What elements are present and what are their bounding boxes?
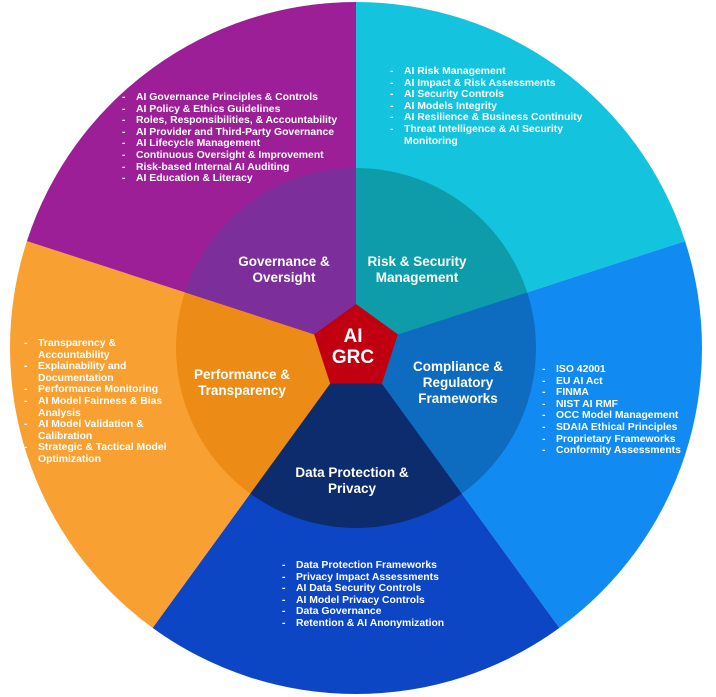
compliance-items-list: ISO 42001EU AI ActFINMANIST AI RMFOCC Mo…	[542, 364, 712, 457]
list-item: Performance Monitoring	[24, 384, 174, 396]
governance-inner	[184, 168, 356, 348]
list-item: Data Protection Frameworks	[282, 560, 482, 572]
list-item: AI Security Controls	[390, 89, 595, 101]
list-item: Proprietary Frameworks	[542, 434, 712, 446]
list-item: AI Education & Literacy	[122, 173, 352, 185]
data-protection-inner	[250, 348, 462, 528]
list-item: Data Governance	[282, 606, 482, 618]
governance-items-list: AI Governance Principles & ControlsAI Po…	[122, 92, 352, 185]
list-item: AI Models Integrity	[390, 101, 595, 113]
list-item: AI Data Security Controls	[282, 583, 482, 595]
performance-items-list: Transparency & AccountabilityExplainabil…	[24, 338, 174, 466]
list-item: Retention & AI Anonymization	[282, 618, 482, 630]
data-protection-label: Data Protection & Privacy	[295, 465, 409, 496]
risk-items-list: AI Risk ManagementAI Impact & Risk Asses…	[390, 66, 595, 147]
risk-security-inner	[356, 168, 528, 348]
list-item: OCC Model Management	[542, 410, 712, 422]
list-item: Risk-based Internal AI Auditing	[122, 162, 352, 174]
governance-oversight-label: Governance & Oversight	[238, 254, 330, 285]
list-item: Continuous Oversight & Improvement	[122, 150, 352, 162]
list-item: Roles, Responsibilities, & Accountabilit…	[122, 115, 352, 127]
data-protection-items-list: Data Protection FrameworksPrivacy Impact…	[282, 560, 482, 630]
list-item: AI Model Fairness & Bias Analysis	[24, 396, 174, 419]
list-item: AI Impact & Risk Assessments	[390, 78, 595, 90]
list-item: ISO 42001	[542, 364, 712, 376]
list-item: Privacy Impact Assessments	[282, 572, 482, 584]
list-item: AI Lifecycle Management	[122, 138, 352, 150]
list-item: AI Provider and Third-Party Governance	[122, 127, 352, 139]
center-label: AI GRC	[318, 326, 388, 368]
list-item: AI Governance Principles & Controls	[122, 92, 352, 104]
list-item: Conformity Assessments	[542, 445, 712, 457]
center-label-line1: AI	[343, 326, 363, 347]
list-item: Explainability and Documentation	[24, 361, 174, 384]
list-item: Threat Intelligence & AI Security Monito…	[390, 124, 595, 147]
performance-inner	[176, 292, 356, 494]
list-item: AI Risk Management	[390, 66, 595, 78]
compliance-regulatory-label: Compliance & Regulatory Frameworks	[412, 359, 504, 406]
center-pentagon	[314, 304, 398, 384]
list-item: SDAIA Ethical Principles	[542, 422, 712, 434]
compliance-inner	[356, 292, 536, 494]
center-label-line2: GRC	[331, 347, 375, 368]
list-item: Strategic & Tactical Model Optimization	[24, 442, 174, 465]
list-item: Transparency & Accountability	[24, 338, 174, 361]
list-item: EU AI Act	[542, 376, 712, 388]
list-item: AI Resilience & Business Continuity	[390, 112, 595, 124]
list-item: AI Policy & Ethics Guidelines	[122, 104, 352, 116]
list-item: AI Model Validation & Calibration	[24, 419, 174, 442]
performance-transparency-label: Performance & Transparency	[193, 367, 291, 398]
list-item: NIST AI RMF	[542, 399, 712, 411]
risk-security-label: Risk & Security Management	[367, 254, 467, 285]
list-item: FINMA	[542, 387, 712, 399]
list-item: AI Model Privacy Controls	[282, 595, 482, 607]
